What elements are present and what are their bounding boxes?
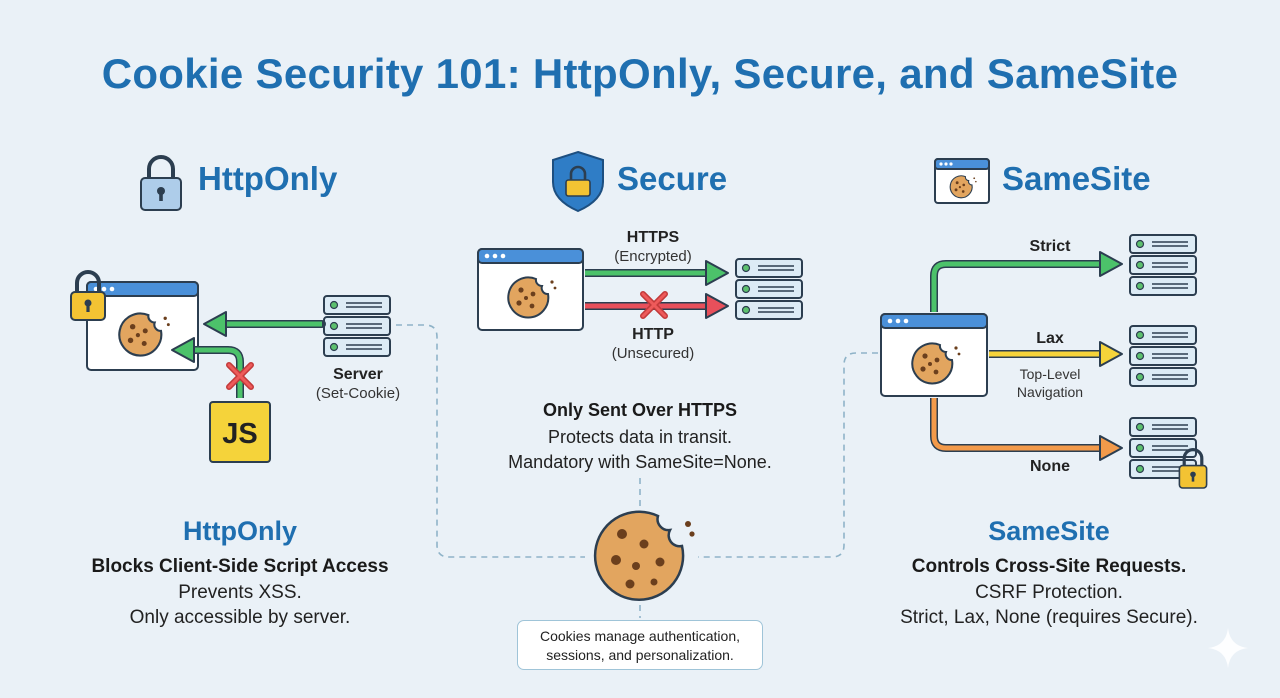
- center-note-box: Cookies manage authentication, sessions,…: [517, 620, 763, 670]
- lax-sub-label-1: Top-Level: [1019, 366, 1081, 382]
- httponly-server-icon: [323, 295, 391, 357]
- samesite-footer-line-2: Strict, Lax, None (requires Secure).: [900, 607, 1198, 628]
- httponly-heading: HttpOnly: [198, 160, 338, 197]
- blocked-x-icon: [226, 362, 254, 390]
- center-note-line-1: Cookies manage authentication,: [539, 628, 741, 644]
- lax-server-icon: [1129, 325, 1197, 387]
- https-arrow: [585, 260, 729, 286]
- none-arrow: [930, 398, 1123, 461]
- https-sub-label: (Encrypted): [614, 248, 692, 265]
- http-blocked-x-icon: [640, 291, 668, 319]
- dashed-connectors: [396, 324, 878, 618]
- https-label: HTTPS: [626, 229, 680, 246]
- httponly-footer-strong: Blocks Client-Side Script Access: [91, 556, 389, 577]
- server-label: Server: [333, 366, 383, 383]
- server-sub-label: (Set-Cookie): [315, 385, 401, 402]
- httponly-browser-lock-icon: [69, 270, 107, 322]
- js-badge: [209, 401, 271, 463]
- httponly-footer-line-2: Only accessible by server.: [129, 607, 351, 628]
- samesite-footer-strong: Controls Cross-Site Requests.: [911, 556, 1187, 577]
- blocked-js-arrow: [171, 337, 244, 398]
- secure-server-icon: [735, 258, 803, 320]
- samesite-footer-title: SameSite: [988, 516, 1110, 546]
- lax-label: Lax: [1036, 330, 1064, 347]
- browser-cookie-icon: [934, 158, 990, 204]
- secure-desc-line-2: Mandatory with SameSite=None.: [508, 452, 772, 472]
- server-to-browser-arrow: [203, 311, 326, 337]
- lax-sub-label-2: Navigation: [1016, 384, 1084, 400]
- samesite-heading: SameSite: [1002, 160, 1151, 197]
- http-sub-label: (Unsecured): [611, 345, 695, 362]
- js-badge-label: JS: [222, 418, 258, 450]
- http-label: HTTP: [632, 326, 674, 343]
- httponly-footer-title: HttpOnly: [183, 516, 297, 546]
- sparkle-icon: [1208, 628, 1248, 668]
- strict-server-icon: [1129, 234, 1197, 296]
- center-note-line-2: sessions, and personalization.: [546, 647, 734, 663]
- page-title: Cookie Security 101: HttpOnly, Secure, a…: [101, 50, 1179, 97]
- strict-arrow: [930, 251, 1123, 312]
- secure-desc-strong: Only Sent Over HTTPS: [542, 400, 738, 420]
- lax-arrow: [989, 341, 1123, 367]
- http-arrow: [585, 293, 729, 319]
- center-cookie-icon: [593, 510, 695, 601]
- secure-heading: Secure: [617, 160, 728, 197]
- secure-desc-line-1: Protects data in transit.: [547, 427, 733, 447]
- httponly-lock-icon: [140, 155, 182, 211]
- httponly-footer-line-1: Prevents XSS.: [178, 582, 302, 603]
- shield-icon: [552, 150, 604, 213]
- samesite-footer-line-1: CSRF Protection.: [975, 582, 1123, 603]
- none-label: None: [1030, 458, 1070, 475]
- strict-label: Strict: [1029, 238, 1071, 255]
